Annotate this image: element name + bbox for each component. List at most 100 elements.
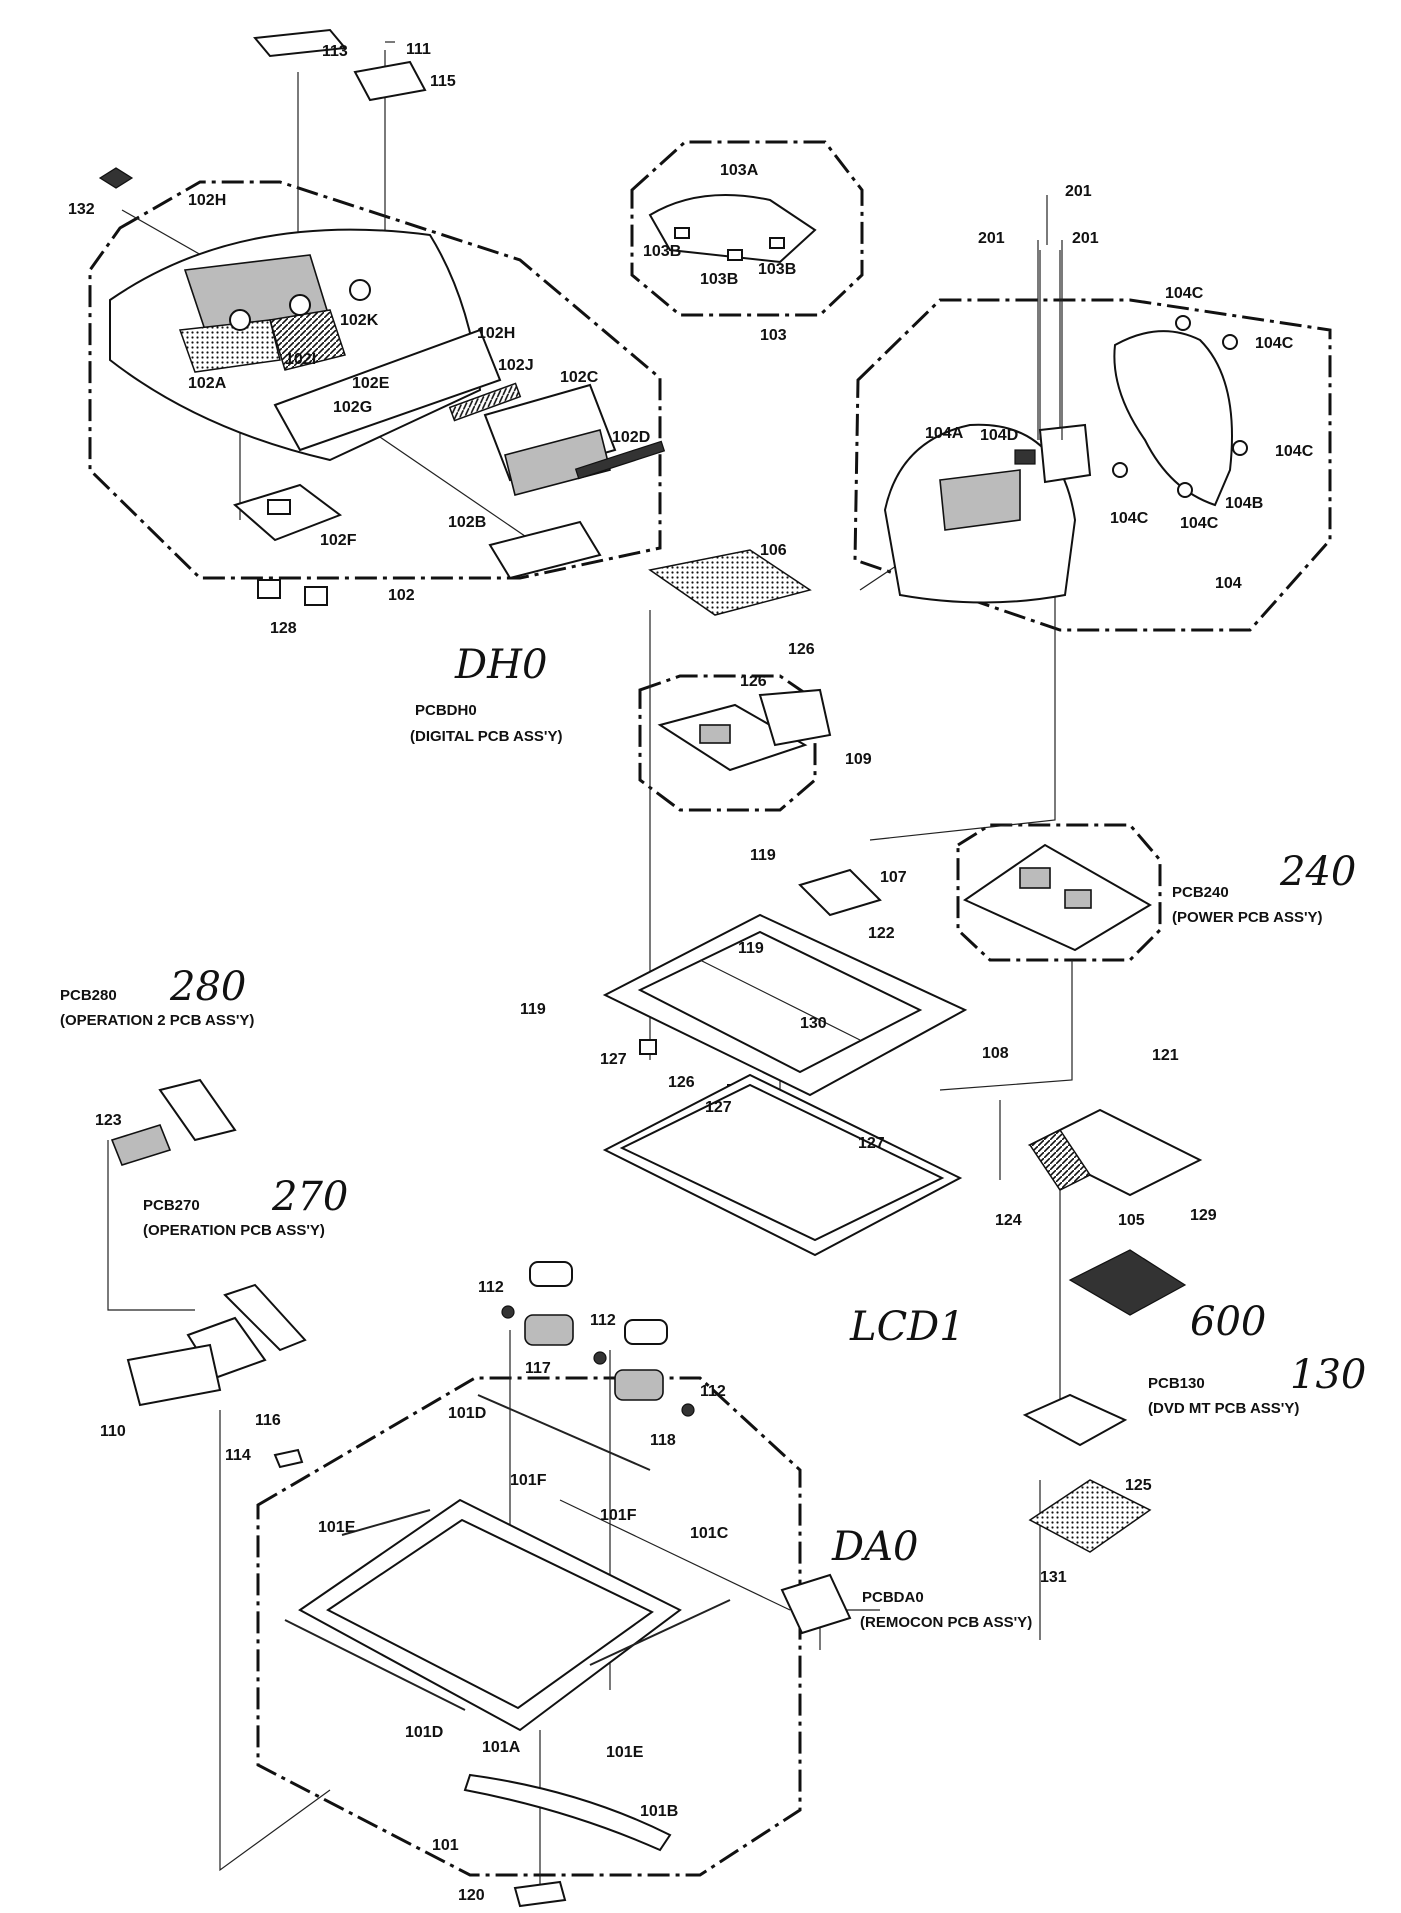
stand-hinge-104D [1014,423,1092,484]
callout-201-c: 201 [1072,230,1099,247]
chassis-108 [602,913,968,1097]
group-240-power-pcb [956,823,1162,962]
part-callouts: 113 111 115 132 102H 102K 102H 102J 102A… [68,41,1314,1904]
handwritten-270: 270 [271,1174,348,1220]
callout-101D-a: 101D [448,1405,486,1422]
callout-113: 113 [322,43,348,60]
callout-103A: 103A [720,162,759,179]
handwritten-dh0: DH0 [454,642,547,688]
lcd-panel [602,1073,963,1257]
callout-106: 106 [760,542,787,559]
assembly-name-130: (DVD MT PCB ASS'Y) [1148,1400,1299,1417]
callout-130: 130 [800,1015,827,1032]
callout-129: 129 [1190,1207,1217,1224]
callout-102D: 102D [612,429,650,446]
tape-101D [284,1394,651,1711]
front-cabinet-101A [298,1498,682,1732]
callout-121: 121 [1152,1047,1179,1064]
callout-103B-b: 103B [700,271,738,288]
terminal-cover-102C [483,383,617,496]
bracket-102F [232,483,343,542]
callout-201-a: 201 [1065,183,1092,200]
speaker-118 [614,1319,668,1401]
group-102-rear-cabinet [88,180,662,580]
dvd-drive-600 [1068,1249,1187,1316]
terminal-strip-102D [574,440,666,480]
assembly-code-dh0: PCBDH0 [415,702,477,719]
callout-102C: 102C [560,369,599,386]
bracket-103A [648,194,817,264]
callout-102H-b: 102H [477,325,515,342]
handwritten-da0: DA0 [831,1524,918,1570]
callout-105: 105 [1118,1212,1145,1229]
terminal-strip-102J [448,382,522,422]
callout-102K: 102K [340,312,379,329]
assembly-name-dh0: (DIGITAL PCB ASS'Y) [410,728,562,745]
assembly-name-280: (OPERATION 2 PCB ASS'Y) [60,1012,254,1029]
assembly-code-280: PCB280 [60,987,117,1004]
callout-101F-a: 101F [510,1472,547,1489]
callout-109: 109 [845,751,872,768]
callout-102H-a: 102H [188,192,226,209]
assembly-labels: PCBDH0 (DIGITAL PCB ASS'Y) DH0 PCB240 (P… [60,642,1366,1631]
assembly-code-240: PCB240 [1172,884,1229,901]
label-115 [353,60,427,102]
handwritten-part-labels: LCD1 600 [849,1299,1266,1350]
callout-104A: 104A [925,425,964,442]
stand-base-104B [1113,330,1233,507]
assembly-code-da0: PCBDA0 [862,1589,924,1606]
callout-119-a: 119 [750,847,776,864]
operation2-pcb-280 [158,1078,237,1142]
callout-101C: 101C [690,1525,729,1542]
shield-106 [648,549,812,616]
bracket-109 [758,688,832,747]
handwritten-240: 240 [1279,849,1356,895]
callout-125: 125 [1125,1477,1152,1494]
callout-102G: 102G [333,399,372,416]
callout-112-c: 112 [700,1383,726,1400]
callout-119-b: 119 [738,940,764,957]
callout-104C-c: 104C [1275,443,1314,460]
callout-124: 124 [995,1212,1022,1229]
callout-116: 116 [255,1412,281,1429]
label-113 [253,28,347,58]
callout-112-a: 112 [478,1279,504,1296]
callout-103B-c: 103B [758,261,796,278]
handwritten-130: 130 [1290,1352,1366,1398]
callout-108: 108 [982,1045,1009,1062]
handwritten-lcd: LCD1 [849,1304,965,1350]
callout-127-c: 127 [858,1135,885,1152]
operation-pcb-270 [223,1283,307,1352]
group-label-101: 101 [432,1837,459,1854]
badge-132 [98,167,134,189]
callout-107: 107 [880,869,907,886]
cushions-128 [257,579,328,606]
button-123 [110,1124,172,1166]
group-label-102: 102 [388,587,415,604]
assembly-name-da0: (REMOCON PCB ASS'Y) [860,1614,1032,1631]
callout-111: 111 [406,41,431,58]
handwritten-280: 280 [169,964,246,1010]
callout-102F: 102F [320,532,357,549]
callout-112-b: 112 [590,1312,616,1329]
callout-101B: 101B [640,1803,678,1820]
callout-127-b: 127 [705,1099,732,1116]
callout-120: 120 [458,1887,485,1904]
callout-128: 128 [270,620,297,637]
assembly-name-240: (POWER PCB ASS'Y) [1172,909,1323,926]
bracket-107 [798,868,882,917]
callout-127-a: 127 [600,1051,627,1068]
remocon-pcb-da0 [780,1573,852,1635]
callout-122: 122 [868,925,895,942]
callout-117: 117 [525,1360,551,1377]
callout-132: 132 [68,201,95,218]
callout-101A: 101A [482,1739,521,1756]
callout-126-b: 126 [740,673,767,690]
callout-118: 118 [650,1432,676,1449]
callout-101F-b: 101F [600,1507,637,1524]
callout-115: 115 [430,73,456,90]
callout-102I: 102I [285,351,316,368]
callout-104C-a: 104C [1165,285,1204,302]
stand-feet-104C [1112,315,1248,498]
